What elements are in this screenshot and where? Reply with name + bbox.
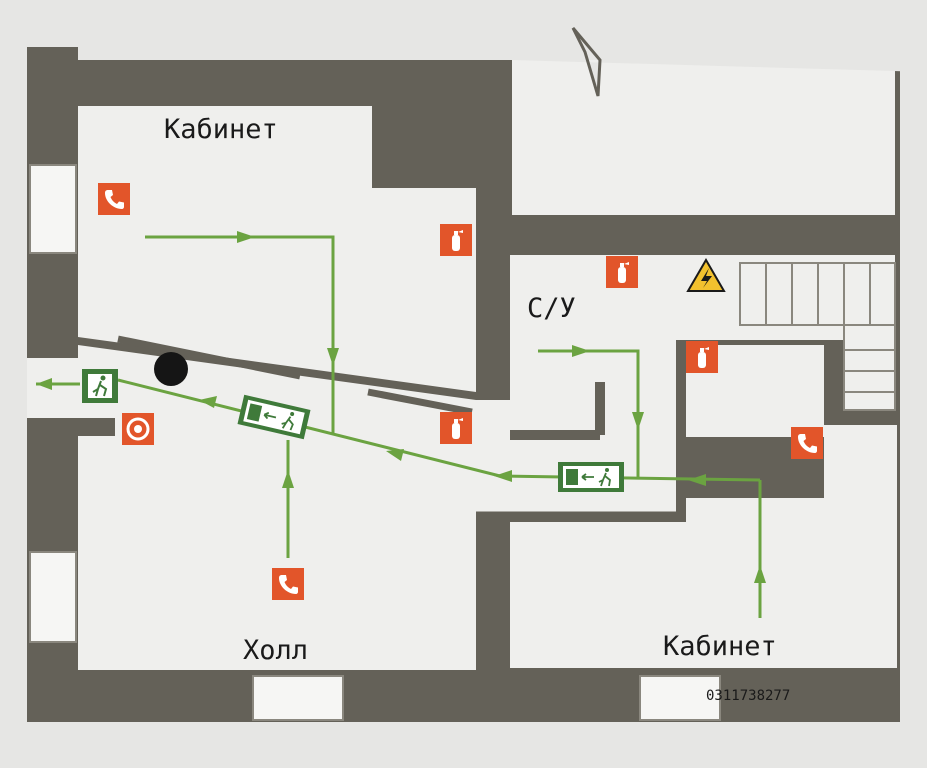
room-label-hall: Холл xyxy=(243,635,308,666)
hall-floor xyxy=(78,345,476,670)
route-office-top xyxy=(145,235,335,435)
windows xyxy=(29,164,721,721)
room-label-office-top: Кабинет xyxy=(164,114,278,145)
room-label-wc: С/У xyxy=(527,293,576,324)
arrowhead-right xyxy=(237,231,255,243)
arrowhead-down xyxy=(327,348,339,366)
window-left-bottom xyxy=(29,551,77,643)
arrowhead-left xyxy=(494,470,512,482)
office-bottom-floor xyxy=(510,425,897,668)
fire-extinguisher-icon xyxy=(686,341,718,373)
arrowhead-right xyxy=(572,345,590,357)
paper-top-strip xyxy=(0,0,927,96)
route-wc xyxy=(538,349,640,478)
arrowhead-up xyxy=(282,470,294,488)
arrowhead-left xyxy=(386,449,404,461)
you-are-here-marker xyxy=(154,352,188,386)
upper-right-room-floor xyxy=(512,60,895,215)
phone-icon xyxy=(791,427,823,459)
wc-floor xyxy=(510,255,600,430)
exit-door-frame xyxy=(27,418,115,436)
office-top-floor xyxy=(78,106,476,392)
fire-extinguisher-icon xyxy=(440,224,472,256)
fire-alarm-button-icon xyxy=(122,413,154,445)
window-bottom-right xyxy=(639,675,721,721)
room-label-office-bottom: Кабинет xyxy=(663,631,777,662)
exit-sign-hall xyxy=(237,394,311,440)
arrowhead-down xyxy=(632,412,644,430)
route-arrowheads xyxy=(36,231,766,583)
watermark-text: 0311738277 xyxy=(706,688,790,704)
arrowhead-left xyxy=(688,474,706,486)
staircase xyxy=(739,262,896,411)
fire-extinguisher-icon xyxy=(606,256,638,288)
arrowhead-left xyxy=(199,396,217,408)
window-left-top xyxy=(29,164,77,254)
exit-doorway-floor xyxy=(27,358,79,418)
door-leaves xyxy=(117,335,676,519)
arrowhead-left xyxy=(36,378,52,390)
high-voltage-warning-icon xyxy=(686,258,726,292)
fire-extinguisher-icon xyxy=(440,412,472,444)
phone-icon xyxy=(98,183,130,215)
phone-icon xyxy=(272,568,304,600)
break-line xyxy=(571,27,602,97)
exit-sign-corridor xyxy=(558,462,624,492)
arrowhead-up xyxy=(754,565,766,583)
exit-sign-main xyxy=(82,369,118,403)
window-bottom-left xyxy=(252,675,344,721)
